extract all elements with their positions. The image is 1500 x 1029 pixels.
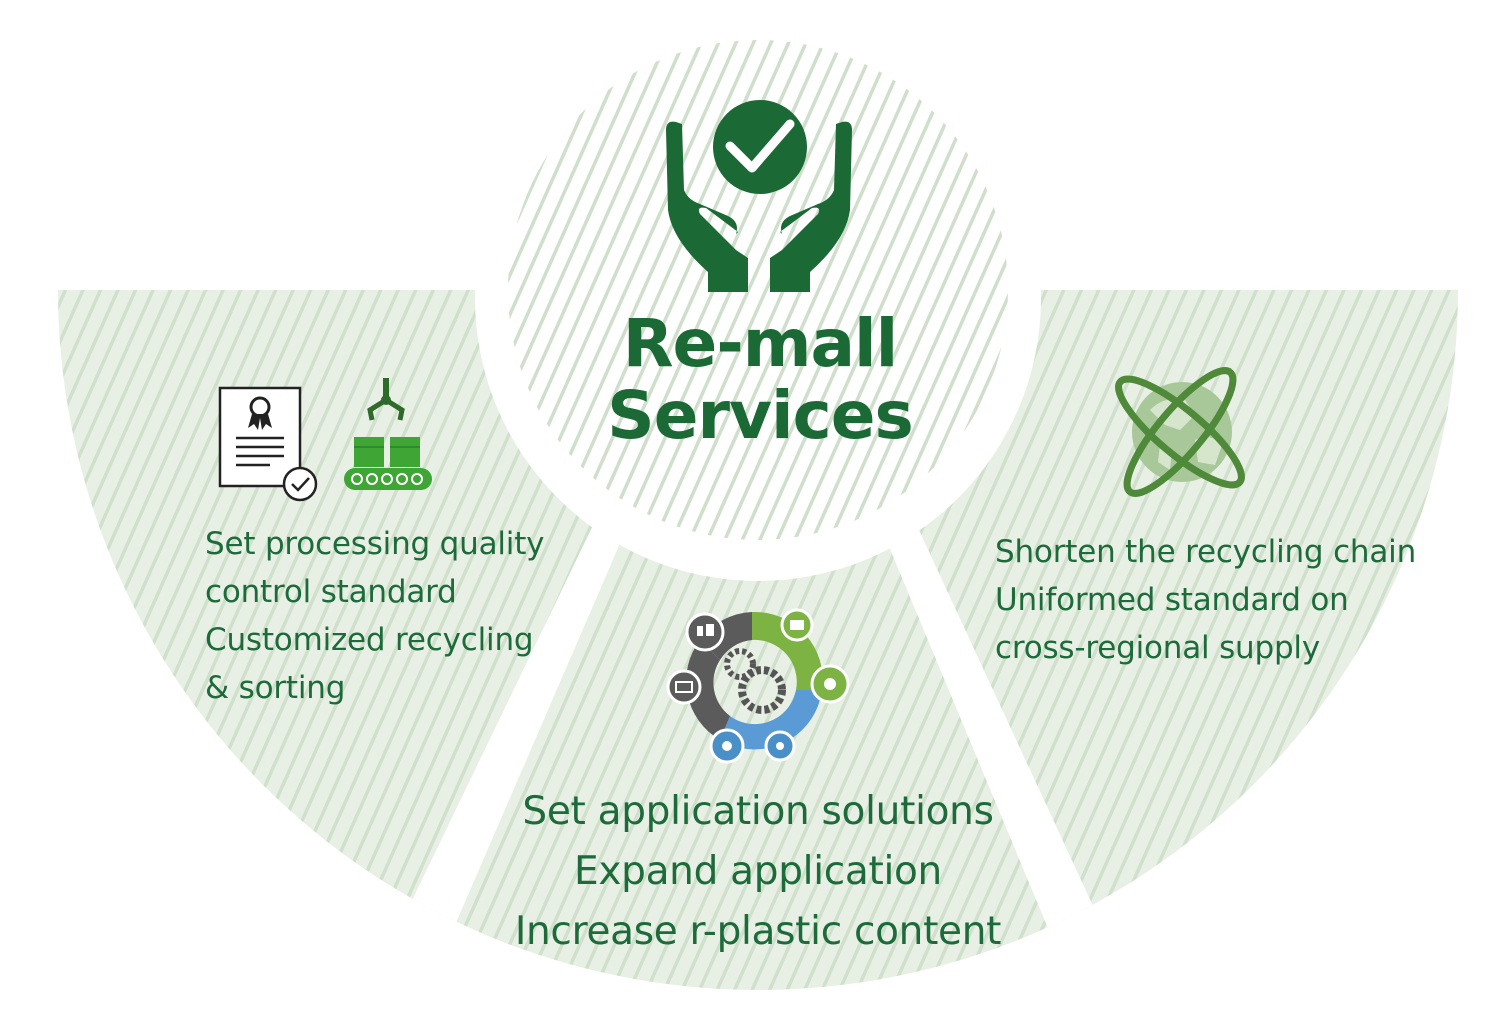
hands-check-icon (666, 100, 852, 293)
center-title-line1: Re-mall (622, 305, 899, 382)
center-title-line2: Services (607, 377, 914, 454)
conveyor-robot-arm-icon (344, 378, 432, 490)
right-caption-line: Uniformed standard on (995, 582, 1349, 618)
globe-orbit-icon (1115, 367, 1245, 497)
bottom-caption-line: Increase r-plastic content (514, 909, 1002, 954)
bottom-caption-line: Set application solutions (522, 789, 994, 834)
left-caption-line: Customized recycling (205, 622, 534, 658)
gear-cycle-icon (666, 608, 850, 764)
left-section-caption: Set processing quality control standard … (205, 520, 545, 712)
left-caption-line: Set processing quality (205, 526, 545, 562)
bottom-caption-line: Expand application (574, 849, 942, 894)
center-title: Re-mall Services (560, 308, 960, 452)
certificate-icon (218, 386, 318, 502)
right-caption-line: cross-regional supply (995, 630, 1320, 666)
center-circle (508, 40, 1008, 540)
left-caption-line: & sorting (205, 670, 346, 706)
left-caption-line: control standard (205, 574, 457, 610)
right-caption-line: Shorten the recycling chain (995, 534, 1417, 570)
bottom-section-caption: Set application solutions Expand applica… (500, 782, 1016, 962)
right-section-caption: Shorten the recycling chain Uniformed st… (995, 528, 1416, 672)
